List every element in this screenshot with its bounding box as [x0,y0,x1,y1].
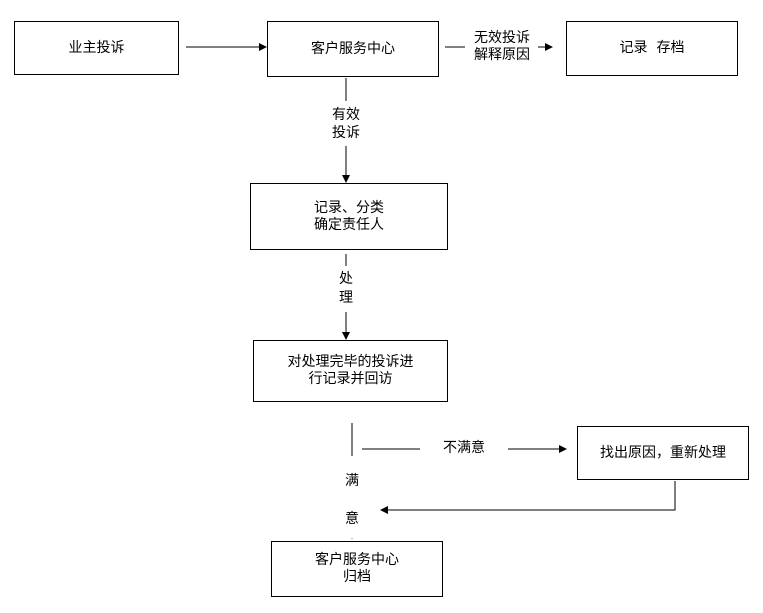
edge-label-valid-line1: 有效 [332,107,360,123]
node-record-archive: 记录 存档 [566,21,738,76]
edge-label-handle-line2: 理 [339,290,353,306]
node-find-cause-text: 找出原因，重新处理 [600,444,726,461]
edge-label-satisfied-line2: 意 [345,511,359,527]
node-record-archive-text: 记录 存档 [619,40,685,56]
node-owner-complaint-text: 业主投诉 [68,39,125,56]
edge-label-satisfied: 满 意 [337,462,367,538]
edge-label-satisfied-line1: 满 [345,473,359,489]
edge-label-valid: 有效 投诉 [326,106,366,142]
node-classify: 记录、分类 确定责任人 [250,183,448,250]
node-archive-final-line1: 客户服务中心 [315,552,399,568]
edge-label-valid-line2: 投诉 [332,125,360,141]
edge-label-handle-line1: 处 [339,271,353,287]
node-find-cause: 找出原因，重新处理 [577,426,749,480]
edge-label-handle: 处 理 [331,270,361,308]
node-archive-final-line2: 归档 [343,569,371,585]
edge-label-invalid: 无效投诉 解释原因 [466,30,538,64]
node-revisit: 对处理完毕的投诉进 行记录并回访 [253,340,448,402]
node-revisit-line2: 行记录并回访 [308,371,393,387]
node-service-center-text: 客户服务中心 [311,40,395,57]
node-classify-line2: 确定责任人 [314,216,384,233]
node-revisit-line1: 对处理完毕的投诉进 [287,354,414,370]
edge-label-unsatisfied: 不满意 [426,439,502,457]
node-service-center: 客户服务中心 [267,21,439,77]
edge-label-unsatisfied-text: 不满意 [443,440,485,456]
node-owner-complaint: 业主投诉 [14,21,179,75]
node-classify-line1: 记录、分类 [314,199,384,216]
node-archive-final: 客户服务中心 归档 [271,541,443,597]
edge-label-invalid-line2: 解释原因 [474,47,530,63]
rework-return-line [380,481,676,514]
edge-label-invalid-line1: 无效投诉 [474,30,530,46]
